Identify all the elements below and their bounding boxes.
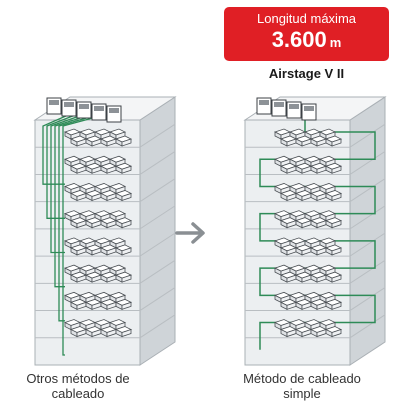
indoor-unit bbox=[121, 192, 132, 201]
floor-line bbox=[349, 259, 386, 284]
floor-line bbox=[349, 314, 386, 339]
wiring-line bbox=[50, 111, 92, 254]
outdoor-unit-fan bbox=[64, 102, 74, 107]
building-side bbox=[349, 96, 386, 366]
building-side bbox=[139, 96, 176, 366]
indoor-unit bbox=[331, 220, 342, 229]
wiring-line bbox=[259, 112, 376, 350]
indoor-unit bbox=[331, 329, 342, 338]
floor-line bbox=[139, 151, 176, 175]
indoor-unit bbox=[331, 247, 342, 256]
floor-line bbox=[139, 259, 176, 284]
floor-line bbox=[349, 287, 386, 311]
left-caption: Otros métodos de cableado bbox=[26, 371, 130, 401]
outdoor-unit-fan bbox=[109, 108, 119, 113]
floor-line bbox=[349, 178, 386, 203]
wiring-line bbox=[46, 111, 84, 219]
badge-unit: m bbox=[329, 35, 342, 50]
indoor-unit bbox=[121, 220, 132, 229]
indoor-unit bbox=[121, 165, 132, 174]
outdoor-unit-fan bbox=[79, 104, 89, 109]
indoor-unit bbox=[121, 138, 132, 147]
outdoor-unit-fan bbox=[49, 100, 59, 105]
indoor-unit bbox=[121, 301, 132, 310]
indoor-unit bbox=[331, 192, 342, 201]
floor-line bbox=[139, 205, 176, 230]
wiring-line bbox=[58, 111, 108, 322]
floor-line bbox=[349, 151, 386, 175]
floor-line bbox=[139, 287, 176, 311]
outdoor-unit-fan bbox=[304, 106, 314, 111]
outdoor-unit-fan bbox=[289, 104, 299, 109]
left-building bbox=[33, 96, 177, 366]
right-caption: Método de cableado simple bbox=[243, 371, 361, 401]
outdoor-unit-fan bbox=[274, 102, 284, 107]
wiring-line bbox=[42, 111, 76, 185]
outdoor-unit-fan bbox=[94, 106, 104, 111]
outdoor-unit-fan bbox=[259, 100, 269, 105]
arrow-right-icon bbox=[175, 222, 205, 244]
floor-line bbox=[139, 123, 176, 148]
indoor-unit bbox=[121, 329, 132, 338]
indoor-unit bbox=[331, 138, 342, 147]
indoor-unit bbox=[121, 247, 132, 256]
indoor-unit bbox=[331, 165, 342, 174]
badge-title: Longitud máxima bbox=[257, 11, 356, 26]
floor-line bbox=[139, 232, 176, 257]
right-building bbox=[243, 96, 387, 366]
indoor-unit bbox=[121, 274, 132, 283]
system-name: Airstage V II bbox=[268, 66, 345, 81]
floor-line bbox=[349, 205, 386, 230]
wiring-line bbox=[62, 111, 116, 356]
floor-line bbox=[349, 123, 386, 148]
badge-value: 3.600 bbox=[271, 27, 327, 52]
floor-line bbox=[349, 232, 386, 257]
indoor-unit bbox=[331, 301, 342, 310]
floor-line bbox=[139, 314, 176, 339]
indoor-unit bbox=[331, 274, 342, 283]
floor-line bbox=[139, 178, 176, 203]
wiring-line bbox=[54, 111, 100, 288]
